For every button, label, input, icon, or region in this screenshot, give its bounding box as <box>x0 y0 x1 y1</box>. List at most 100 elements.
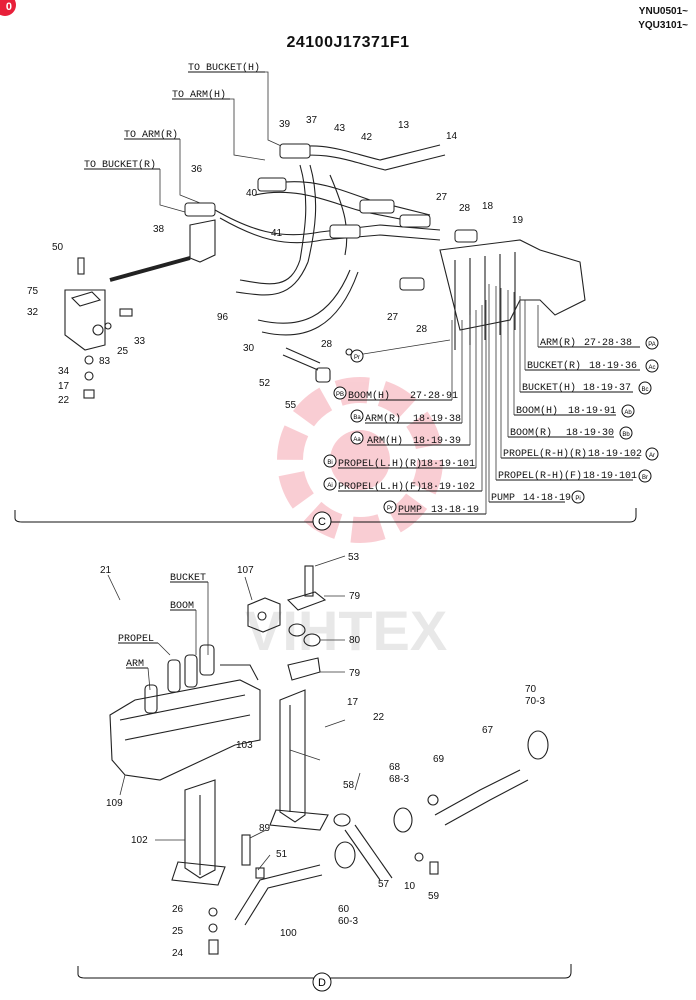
bracket-103 <box>269 689 329 831</box>
part-34: 34 <box>58 366 70 377</box>
serial-range-2: YQU3101~ <box>638 20 688 31</box>
part-96: 96 <box>217 312 229 323</box>
svg-text:27·28·38: 27·28·38 <box>584 338 632 349</box>
svg-text:ARM(R): ARM(R) <box>365 413 401 425</box>
svg-text:Bi: Bi <box>327 460 332 466</box>
watermark-text: VIHTEX <box>245 599 447 662</box>
part-57: 57 <box>378 879 390 890</box>
pr-callout-code: Pr <box>354 355 360 361</box>
svg-text:18·19·36: 18·19·36 <box>589 361 637 372</box>
part-17: 17 <box>58 381 70 392</box>
part-60-3: 60-3 <box>338 916 358 927</box>
part-28-a: 28 <box>459 203 471 214</box>
part-36: 36 <box>191 164 203 175</box>
watermark: VIHTEX <box>245 377 447 662</box>
part-21: 21 <box>100 565 112 576</box>
part-79-b: 79 <box>349 668 361 679</box>
pr-callout-marker <box>350 349 364 363</box>
part-41: 41 <box>271 228 283 239</box>
svg-text:PA: PA <box>648 342 656 348</box>
section-d-part-numbers: 21 107 53 79 80 79 17 22 103 109 58 70 7… <box>100 552 545 959</box>
part-33: 33 <box>134 336 146 347</box>
part-27-a: 27 <box>436 192 448 203</box>
part-53: 53 <box>348 552 360 563</box>
svg-text:Ac: Ac <box>648 365 655 371</box>
section-d-bracket: D <box>77 964 572 992</box>
svg-text:Bc: Bc <box>641 387 648 393</box>
part-25: 25 <box>117 346 129 357</box>
callout-arm-r-right: ARM(R) 27·28·38 PA <box>538 336 659 350</box>
section-d-label: D <box>318 977 326 989</box>
svg-text:18·19·102: 18·19·102 <box>421 482 475 493</box>
part-28-c: 28 <box>321 339 333 350</box>
valve-label-boom: BOOM <box>170 601 194 612</box>
part-70-3: 70-3 <box>525 696 545 707</box>
part-42: 42 <box>361 132 373 143</box>
part-26: 26 <box>172 904 184 915</box>
svg-text:18·19·102: 18·19·102 <box>588 449 642 460</box>
part-80: 80 <box>349 635 361 646</box>
svg-text:27·28·91: 27·28·91 <box>410 391 458 402</box>
svg-text:PROPEL(R-H)(F): PROPEL(R-H)(F) <box>498 470 582 482</box>
svg-text:Pi: Pi <box>575 496 580 502</box>
callout-propel-rh-r: PROPEL(R-H)(R) 18·19·102 Ar <box>501 447 659 461</box>
part-39: 39 <box>279 119 291 130</box>
svg-text:Bb: Bb <box>622 432 630 438</box>
svg-text:BOOM(H): BOOM(H) <box>516 405 558 417</box>
svg-text:Br: Br <box>642 475 648 481</box>
svg-text:PUMP: PUMP <box>398 505 422 516</box>
section-c-part-numbers: 39 37 43 42 13 14 36 40 38 41 27 28 18 1… <box>27 115 524 411</box>
part-67: 67 <box>482 725 494 736</box>
svg-text:Ba: Ba <box>353 415 361 421</box>
svg-text:PUMP: PUMP <box>491 493 515 504</box>
part-32: 32 <box>27 307 39 318</box>
svg-text:Ab: Ab <box>624 410 632 416</box>
part-22: 22 <box>58 395 70 406</box>
svg-text:13·18·19: 13·18·19 <box>431 505 479 516</box>
valve-labels: BUCKET BOOM PROPEL ARM <box>118 573 209 691</box>
section-c-label: C <box>318 516 326 528</box>
svg-text:PROPEL(L.H)(R): PROPEL(L.H)(R) <box>338 458 422 470</box>
svg-text:BOOM(R): BOOM(R) <box>510 427 552 439</box>
callout-arm-r: Ba ARM(R) 18·19·38 <box>350 409 462 425</box>
svg-text:18·19·91: 18·19·91 <box>568 406 616 417</box>
svg-text:PROPEL(L.H)(F): PROPEL(L.H)(F) <box>338 481 422 493</box>
part-59: 59 <box>428 891 440 902</box>
page-badge: 0 <box>0 0 16 16</box>
part-17: 17 <box>347 697 359 708</box>
part-75: 75 <box>27 286 39 297</box>
callout-propel-lh-f: Ai PROPEL(L.H)(F) 18·19·102 <box>323 477 482 493</box>
part-51: 51 <box>276 849 288 860</box>
callout-arm-h: Aa ARM(H) 18·19·39 <box>350 431 470 447</box>
callout-propel-lh-r: Bi PROPEL(L.H)(R) 18·19·101 <box>323 454 476 470</box>
part-24: 24 <box>172 948 184 959</box>
part-109: 109 <box>106 798 123 809</box>
part-18: 18 <box>482 201 494 212</box>
part-79-a: 79 <box>349 591 361 602</box>
part-58: 58 <box>343 780 355 791</box>
svg-text:18·19·38: 18·19·38 <box>413 414 461 425</box>
hose-fittings <box>184 143 478 291</box>
part-68-3: 68-3 <box>389 774 409 785</box>
part-14: 14 <box>446 131 458 142</box>
svg-text:PB: PB <box>336 392 344 398</box>
part-102: 102 <box>131 835 148 846</box>
valve-label-propel: PROPEL <box>118 634 154 645</box>
hose-bundle <box>214 144 446 336</box>
callout-boom-h-right: BOOM(H) 18·19·91 Ab <box>514 404 635 418</box>
bracket-assembly <box>64 219 216 399</box>
svg-text:18·19·101: 18·19·101 <box>421 459 475 470</box>
svg-text:ARM(R): ARM(R) <box>540 337 576 349</box>
callout-boom-h: PB BOOM(H) 27·28·91 <box>333 386 458 402</box>
part-68: 68 <box>389 762 401 773</box>
svg-text:Ai: Ai <box>327 483 332 489</box>
part-38: 38 <box>153 224 165 235</box>
part-83: 83 <box>99 356 111 367</box>
part-50: 50 <box>52 242 64 253</box>
part-10: 10 <box>404 881 416 892</box>
svg-text:Ar: Ar <box>649 453 655 459</box>
svg-text:18·19·39: 18·19·39 <box>413 436 461 447</box>
part-60: 60 <box>338 904 350 915</box>
hose-label-bucket-r: TO BUCKET(R) <box>84 159 156 171</box>
